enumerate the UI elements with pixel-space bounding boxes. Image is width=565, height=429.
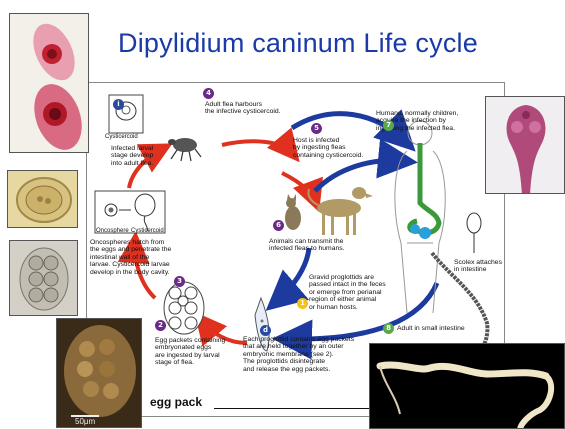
- step-4-badge: 4: [203, 88, 214, 99]
- page-title: Dipylidium caninum Life cycle: [118, 28, 478, 59]
- step-1-badge: 1: [297, 298, 308, 309]
- step-1-text: Gravid proglottids are passed intact in …: [309, 274, 404, 311]
- step-3-text: Oncospheres hatch from the eggs and pene…: [90, 239, 200, 276]
- step-6-text: Animals can transmit the infected fleas …: [269, 238, 359, 253]
- scolex-text: Scolex attaches in intestine: [454, 259, 514, 274]
- step-8-text: Adult in small intestine: [397, 325, 502, 332]
- step-7-badge: 7: [383, 120, 394, 131]
- step-2-badge: 2: [155, 320, 166, 331]
- infected-larval-text: Infected larval stage develop into adult…: [111, 145, 175, 167]
- step-5-text: Host is infected by ingesting fleas cont…: [293, 137, 383, 159]
- egg-packet-drawing: [164, 282, 204, 334]
- dog-drawing: [308, 187, 373, 235]
- egg-microscopy-photo: [7, 170, 78, 228]
- proglottid-stained-photo: [9, 13, 89, 153]
- egg-pack-pointer-line: [214, 408, 369, 409]
- step-3-badge: 3: [174, 276, 185, 287]
- step-4-text: Adult flea harbours the infective cystic…: [205, 101, 315, 116]
- arrow-dog-to-human: [315, 160, 403, 191]
- step-6-badge: 6: [273, 220, 284, 231]
- scolex-photo: [485, 96, 565, 194]
- egg-pack-caption: egg pack: [150, 395, 202, 409]
- adult-worm-photo: [369, 343, 565, 429]
- oncosphere-label: Oncosphere: [96, 228, 129, 235]
- arrow-flea-to-host: [222, 141, 292, 153]
- scale-bar-label: 50μm: [75, 417, 95, 426]
- egg-pack-photo: 50μm: [56, 318, 142, 428]
- cat-drawing: [285, 194, 301, 230]
- cysticercoid-label: Cysticercoid: [131, 228, 164, 235]
- egg-cluster-photo: [9, 240, 78, 316]
- step-5-badge: 5: [311, 123, 322, 134]
- cysticercoid-box-label: Cysticercoid: [105, 134, 138, 141]
- scolex-drawing: [467, 213, 481, 253]
- step-2-text: Egg packets containing embryonated eggs …: [155, 337, 255, 367]
- proglottid-diagnostic-badge: d: [260, 325, 271, 336]
- step-8-badge: 8: [383, 323, 394, 334]
- arrow-animal-to-proglottid: [277, 248, 309, 301]
- digestive-tract: [410, 143, 439, 233]
- cysticercoid-diagnostic-badge: i: [113, 99, 124, 110]
